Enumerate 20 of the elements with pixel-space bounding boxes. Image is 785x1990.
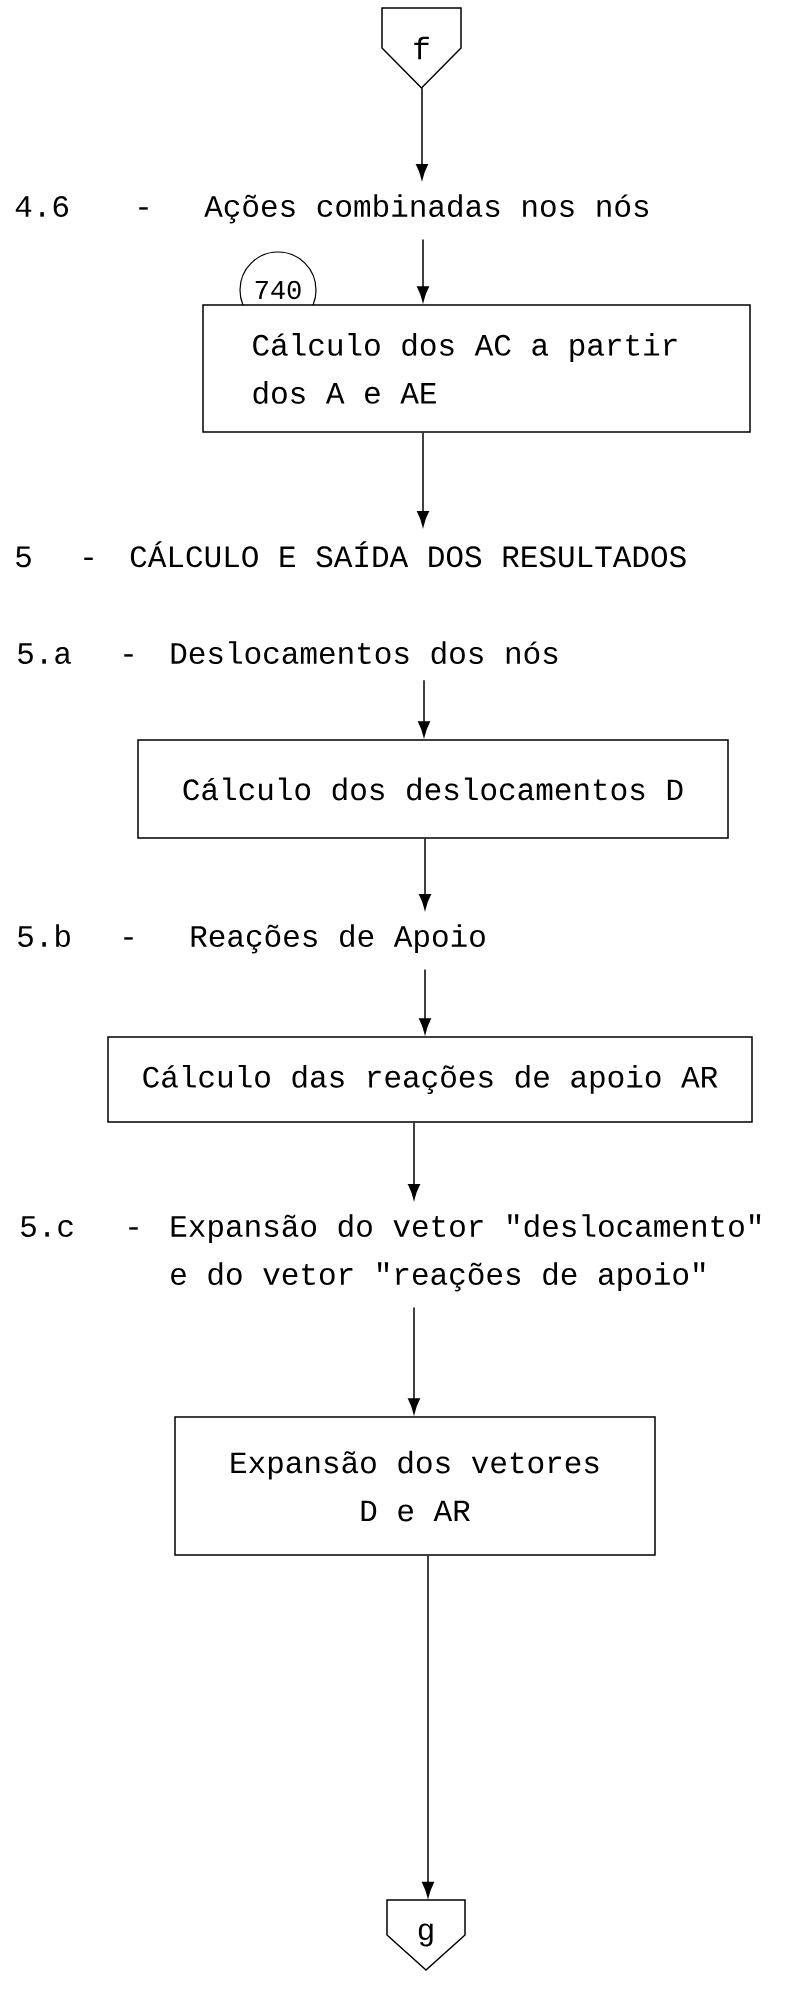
arrow	[422, 1555, 434, 1898]
section-heading: 5.c - Expansão do vetor "deslocamento" e do vetor "reações de apoio"	[21, 1214, 761, 1292]
off-page-connector: f	[381, 7, 462, 90]
arrow	[419, 838, 431, 910]
arrow	[416, 87, 428, 180]
off-page-connector: g	[386, 1899, 466, 1972]
process-box: Cálculo das reações de apoio AR	[107, 1036, 753, 1123]
arrow	[408, 1122, 420, 1200]
process-box: Expansão dos vetores D e AR	[174, 1416, 656, 1556]
process-box: Cálculo dos deslocamentos D	[137, 739, 729, 839]
section-heading: 5 - CÁLCULO E SAÍDA DOS RESULTADOS	[16, 541, 686, 568]
arrow	[418, 679, 430, 737]
arrow	[417, 238, 429, 302]
section-heading: 4.6 - Ações combinadas nos nós	[15, 194, 649, 224]
arrow	[419, 968, 431, 1034]
arrow	[408, 1306, 420, 1414]
section-heading: 5.b - Reações de Apoio	[18, 924, 485, 954]
section-heading: 5.a - Deslocamentos dos nós	[18, 641, 558, 665]
process-box: Cálculo dos AC a partir dos A e AE	[202, 304, 751, 433]
arrow	[417, 432, 429, 527]
